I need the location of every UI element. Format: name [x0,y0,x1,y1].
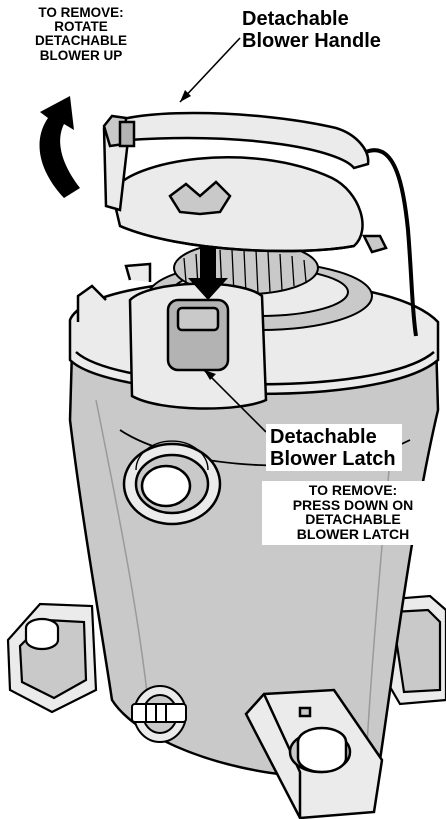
handle-leader-tip [180,90,191,102]
latch-callout: Detachable Blower Latch [266,424,402,471]
rotate-line-2: ROTATE [54,19,108,35]
latch-line-2: Blower Latch [270,448,396,471]
latch-leader-tip [204,370,216,380]
press-line-2: PRESS DOWN ON [292,496,414,513]
rotate-line-3: DETACHABLE [35,33,127,49]
drain-cap [131,685,187,743]
handle-line-1: Detachable [242,8,349,30]
hose-inlet [122,440,222,526]
press-line-1: TO REMOVE: [308,482,398,498]
latch-line-1: Detachable [270,426,377,448]
handle-line-2: Blower Handle [242,30,381,53]
press-line-4: BLOWER LATCH [296,526,410,543]
detachable-blower [110,156,388,254]
press-instruction: TO REMOVE: PRESS DOWN ON DETACHABLE BLOW… [262,481,444,545]
callout-leaders [179,37,267,433]
blower-latch [128,282,268,410]
press-line-3: DETACHABLE [305,511,401,528]
rotate-instruction: TO REMOVE: ROTATE DETACHABLE BLOWER UP [6,5,156,63]
caster-base-left [6,602,98,714]
rotate-line-4: BLOWER UP [39,47,123,63]
rotate-line-1: TO REMOVE: [38,5,124,20]
rotate-arrow [39,96,80,198]
handle-callout: Detachable Blower Handle [242,8,381,53]
accessory-holder [244,688,384,819]
power-cord [365,148,418,337]
press-down-arrow [188,246,228,300]
